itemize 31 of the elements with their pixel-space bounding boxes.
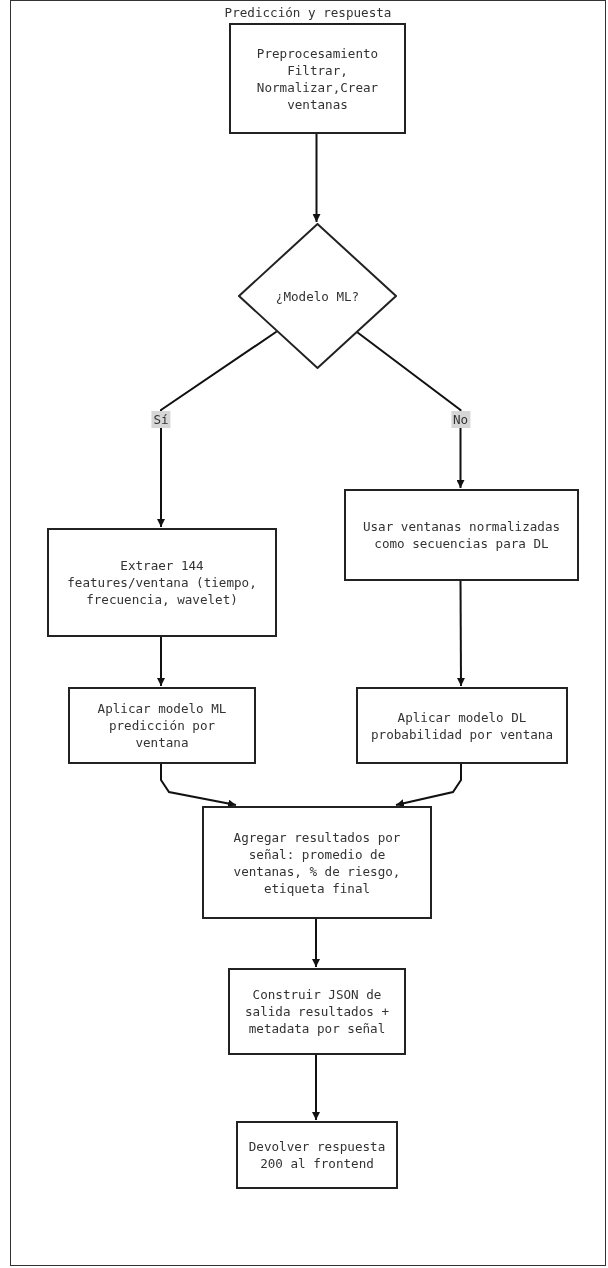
- arrow: [456, 579, 465, 687]
- process-box: [202, 806, 432, 919]
- process-box: [47, 528, 277, 637]
- node-text: Devolver respuesta 200 al frontend: [248, 1138, 386, 1172]
- node-text: ¿Modelo ML?: [275, 288, 360, 304]
- node-text: Preprocesamiento Filtrar, Normalizar,Crear ventanas: [255, 44, 380, 113]
- process-box: [236, 1121, 398, 1189]
- arrow: [395, 762, 462, 808]
- arrow: [312, 1053, 320, 1121]
- arrow: [157, 330, 278, 528]
- decision-diamond: [238, 223, 397, 369]
- arrow: [160, 762, 237, 808]
- process-box: [228, 968, 406, 1055]
- node-text: Aplicar modelo ML predicción por ventana: [96, 700, 228, 751]
- node-text: Usar ventanas normalizadas como secuencias para DL: [361, 518, 562, 552]
- edge-label: Sí: [151, 411, 171, 429]
- process-box: [356, 687, 568, 764]
- node-text: Construir JSON de salida resultados + metadata por señal: [243, 986, 391, 1037]
- group-frame: [10, 0, 606, 1266]
- arrow: [355, 330, 465, 489]
- group-title: Predicción y respuesta: [224, 5, 392, 20]
- node-text: Extraer 144 features/ventana (tiempo, frecuencia, wavelet): [66, 557, 258, 608]
- process-box: [68, 687, 256, 764]
- arrow: [312, 132, 321, 223]
- arrow: [157, 635, 165, 687]
- arrow: [312, 917, 320, 968]
- process-box: [344, 489, 579, 581]
- node-text: Agregar resultados por señal: promedio de ventanas, % de riesgo, etiqueta final: [232, 828, 402, 897]
- edge-label: No: [450, 411, 471, 429]
- node-text: Aplicar modelo DL probabilidad por ventana: [370, 708, 554, 743]
- process-box: [229, 23, 406, 134]
